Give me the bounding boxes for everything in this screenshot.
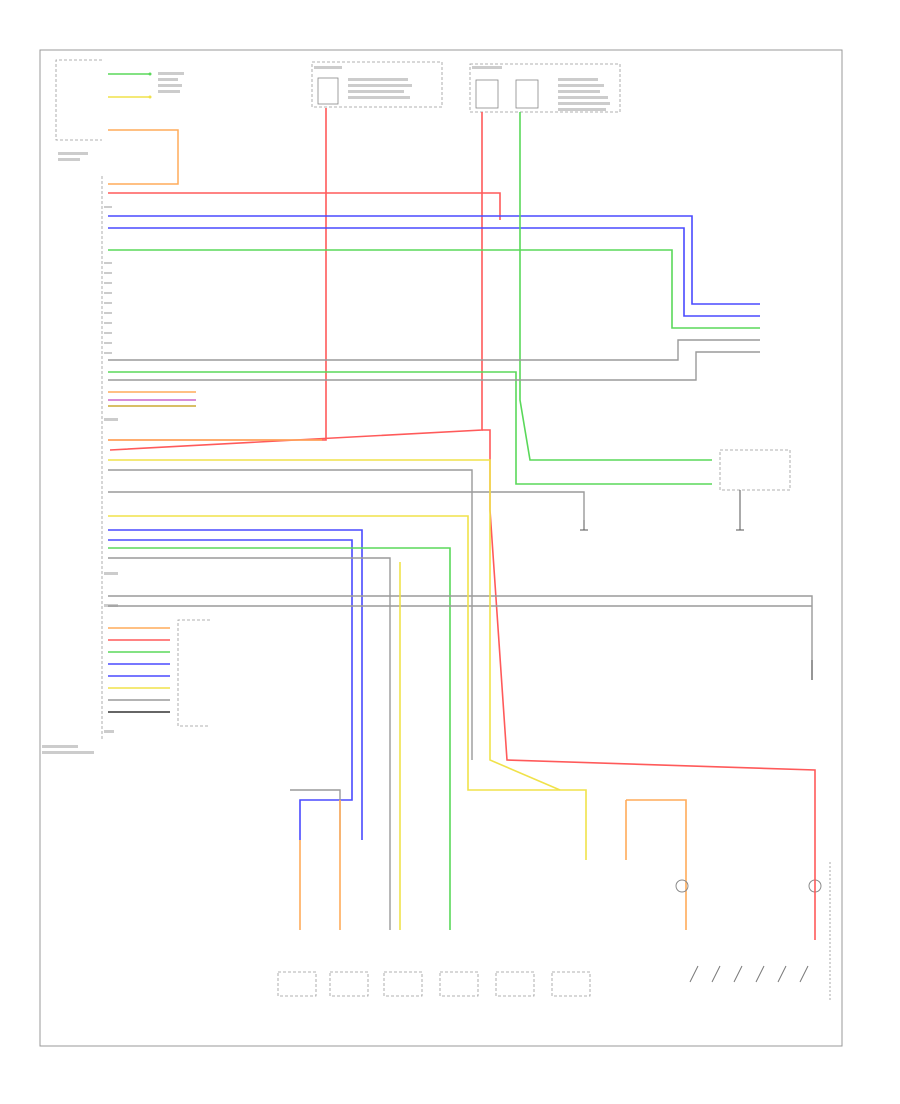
wires-gray (108, 339, 813, 930)
speaker-3 (383, 971, 423, 997)
wires-yellow (108, 459, 587, 930)
speaker-1 (277, 971, 317, 997)
steering-controls (689, 862, 831, 1000)
antenna (625, 800, 822, 940)
fuse-box-2 (469, 63, 621, 113)
wires-blue (108, 215, 760, 840)
wires-red (108, 108, 816, 840)
speakers (277, 971, 591, 997)
diagram-frame (39, 49, 843, 1047)
speaker-6 (551, 971, 591, 997)
wires-orange (108, 439, 687, 930)
ground-symbols (580, 490, 813, 680)
right-unit (719, 449, 791, 491)
connector-stubs (108, 391, 196, 713)
cd-changer (177, 619, 210, 727)
top-left-unit (55, 59, 184, 185)
speaker-5 (495, 971, 535, 997)
wires-green (108, 112, 760, 930)
fuse-box-1 (311, 61, 443, 108)
speaker-4 (439, 971, 479, 997)
speaker-2 (329, 971, 369, 997)
main-unit-connector (42, 176, 118, 754)
